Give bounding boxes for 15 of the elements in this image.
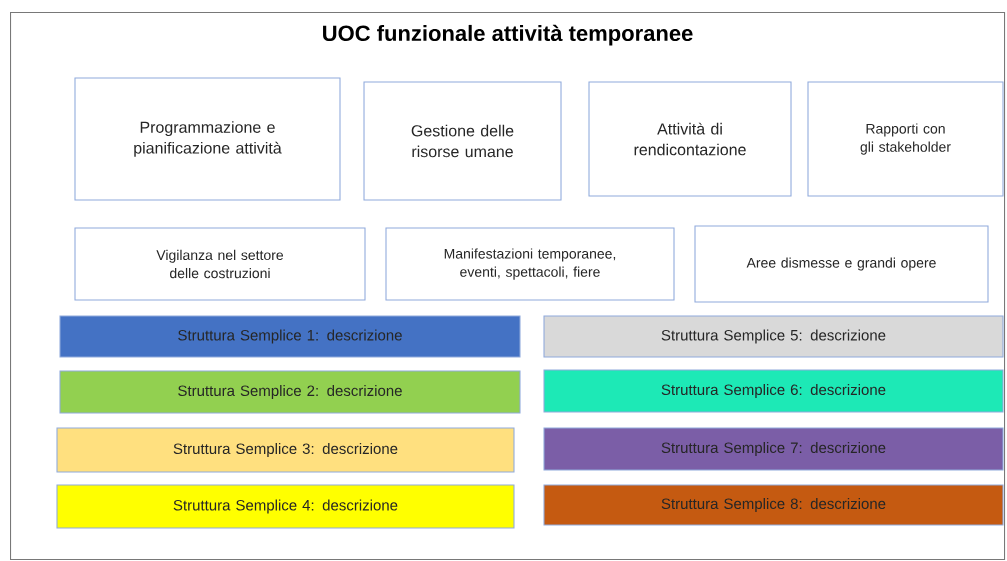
unit-bar: Struttura Semplice 6: descrizione	[543, 369, 1004, 413]
unit-bar: Struttura Semplice 2: descrizione	[59, 370, 521, 414]
category-box: Programmazione e pianificazione attività	[74, 77, 341, 201]
unit-bar: Struttura Semplice 7: descrizione	[543, 427, 1004, 471]
category-box: Rapporti con gli stakeholder	[807, 81, 1004, 197]
category-box: Aree dismesse e grandi opere	[694, 225, 989, 303]
category-box: Attività di rendicontazione	[588, 81, 792, 197]
unit-bar: Struttura Semplice 4: descrizione	[56, 484, 515, 529]
category-box: Manifestazioni temporanee, eventi, spettacoli, fiere	[385, 227, 675, 301]
unit-bar: Struttura Semplice 8: descrizione	[543, 484, 1004, 526]
category-box: Vigilanza nel settore delle costruzioni	[74, 227, 366, 301]
unit-bar: Struttura Semplice 3: descrizione	[56, 427, 515, 473]
unit-bar: Struttura Semplice 5: descrizione	[543, 315, 1004, 358]
category-box: Gestione delle risorse umane	[363, 81, 562, 201]
unit-bar: Struttura Semplice 1: descrizione	[59, 315, 521, 358]
